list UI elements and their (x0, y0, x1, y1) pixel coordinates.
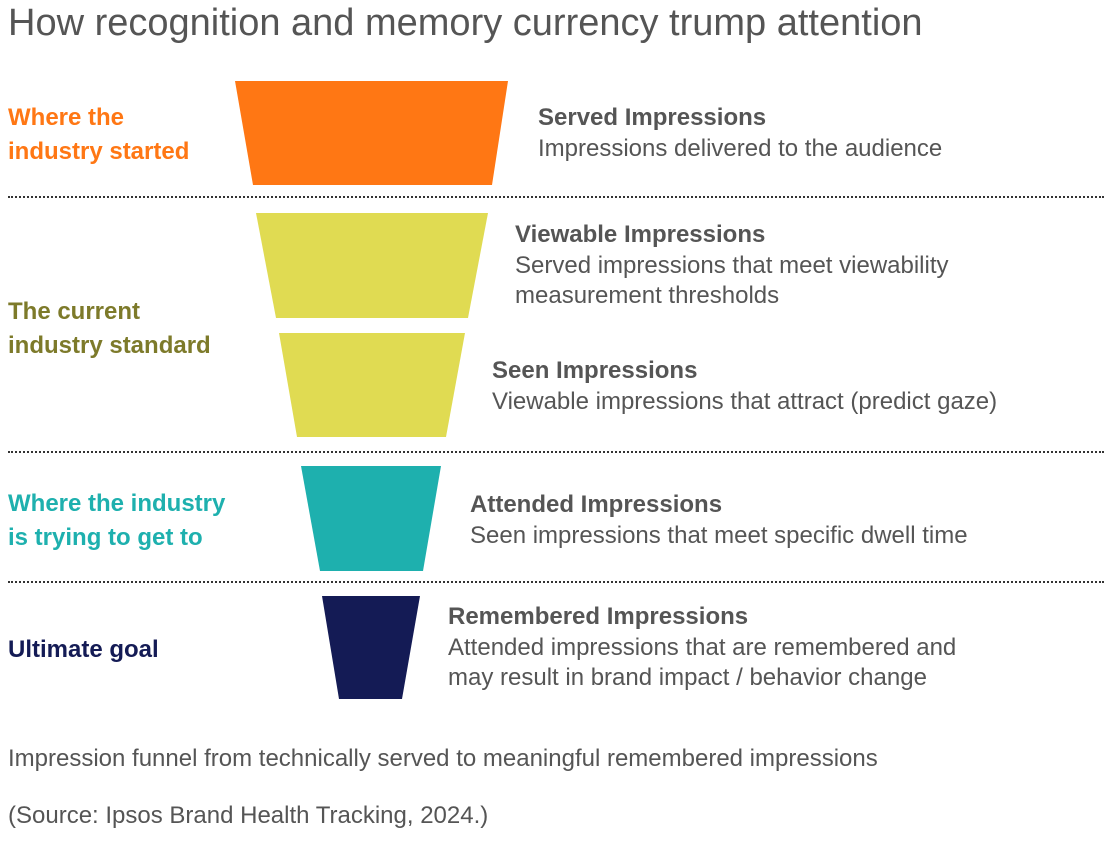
stage-title: Seen Impressions (492, 357, 698, 384)
funnel-segment-seen (279, 333, 465, 437)
stage-description: Seen impressions that meet specific dwel… (470, 522, 968, 549)
stage-seen: Seen Impressions Viewable impressions th… (492, 354, 997, 417)
tier-label-started: Where the industry started (8, 101, 189, 169)
stage-description: Impressions delivered to the audience (538, 135, 943, 162)
stage-title: Attended Impressions (470, 491, 723, 518)
funnel-segment-attended (301, 466, 441, 571)
divider (8, 451, 1104, 453)
divider (8, 581, 1104, 583)
stage-description: Served impressions that meet viewability (515, 252, 949, 279)
funnel-segment-remembered (322, 596, 420, 699)
page-title: How recognition and memory currency trum… (8, 2, 923, 44)
tier-label-current: The current industry standard (8, 295, 211, 363)
tier-label-line: industry standard (8, 332, 211, 359)
tier-label-line: industry started (8, 138, 190, 165)
stage-description: may result in brand impact / behavior ch… (448, 664, 927, 691)
stage-served: Served Impressions Impressions delivered… (538, 101, 942, 164)
stage-remembered: Remembered Impressions Attended impressi… (448, 600, 956, 693)
tier-label-line: Where the industry (8, 490, 226, 517)
stage-viewable: Viewable Impressions Served impressions … (515, 218, 949, 311)
tier-label-ultimate: Ultimate goal (8, 633, 159, 667)
stage-description: Viewable impressions that attract (predi… (492, 388, 998, 415)
tier-label-line: Ultimate goal (8, 636, 159, 663)
stage-description: Attended impressions that are remembered… (448, 634, 957, 661)
stage-description: measurement thresholds (515, 282, 780, 309)
tier-label-line: is trying to get to (8, 524, 203, 551)
stage-attended: Attended Impressions Seen impressions th… (470, 488, 968, 551)
source-note: (Source: Ipsos Brand Health Tracking, 20… (8, 802, 489, 829)
tier-label-trying: Where the industry is trying to get to (8, 487, 225, 555)
stage-title: Remembered Impressions (448, 603, 749, 630)
stage-title: Viewable Impressions (515, 221, 766, 248)
funnel-segment-viewable (256, 213, 488, 318)
caption: Impression funnel from technically serve… (8, 745, 878, 772)
funnel-segment-served (235, 81, 508, 185)
tier-label-line: Where the (8, 104, 125, 131)
tier-label-line: The current (8, 298, 141, 325)
divider (8, 196, 1104, 198)
stage-title: Served Impressions (538, 104, 767, 131)
